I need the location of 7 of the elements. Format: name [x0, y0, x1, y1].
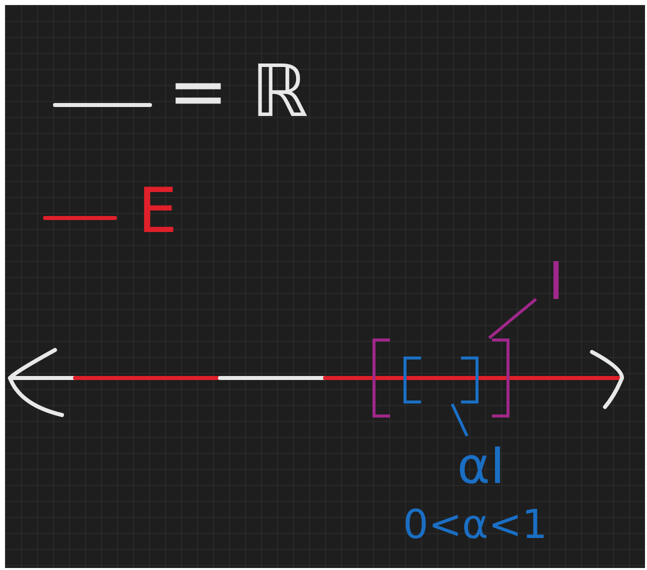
scaled-interval-label: αI [428, 436, 534, 496]
condition-text: 0<α<1 [403, 505, 548, 545]
legend-text: = ℝ [168, 55, 308, 127]
legend-text: E [138, 180, 178, 242]
leader-line [450, 403, 468, 437]
interval-label: I [536, 255, 576, 310]
leader-line [488, 298, 537, 340]
